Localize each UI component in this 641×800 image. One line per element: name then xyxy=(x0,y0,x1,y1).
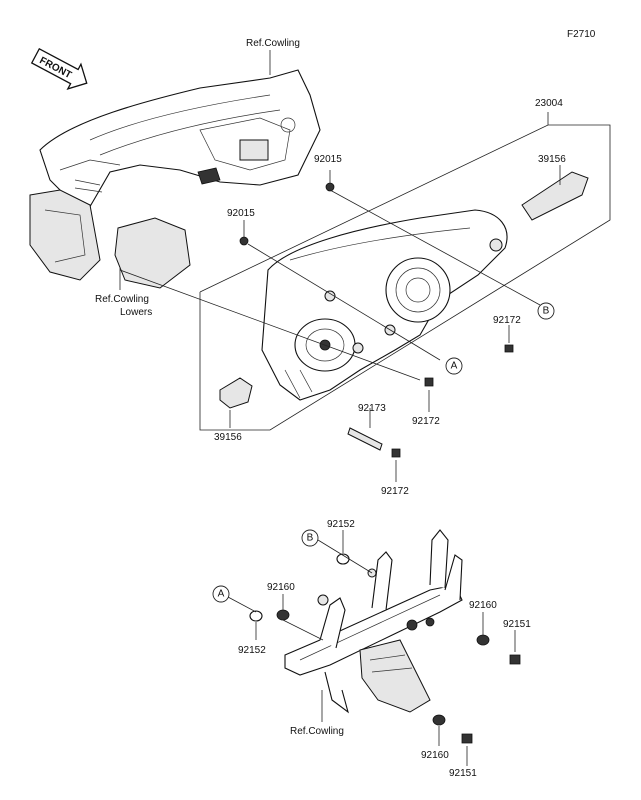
part-92160-c-label: 92160 xyxy=(421,750,449,761)
diagram-code: F2710 xyxy=(567,29,596,40)
svg-text:A: A xyxy=(451,361,458,372)
part-92172-a-label: 92172 xyxy=(493,315,521,326)
svg-text:A: A xyxy=(218,589,225,600)
part-92152-b-label: 92152 xyxy=(327,519,355,530)
callout-a-lower: A xyxy=(212,585,230,603)
screw-92172-c xyxy=(391,448,401,458)
leader-lines-upper xyxy=(119,50,561,482)
part-39156-right-label: 39156 xyxy=(538,154,566,165)
part-39156-left-label: 39156 xyxy=(214,432,242,443)
part-92152-a-label: 92152 xyxy=(238,645,266,656)
part-92151-a-label: 92151 xyxy=(503,619,531,630)
ref-cowling-bottom-label: Ref.Cowling xyxy=(290,726,344,737)
svg-text:B: B xyxy=(307,533,314,544)
nut-92015-b xyxy=(239,236,249,246)
leader-lines-lower xyxy=(227,530,516,766)
washer-92160-a xyxy=(276,609,290,621)
part-92173-label: 92173 xyxy=(358,403,386,414)
svg-text:B: B xyxy=(543,306,550,317)
spacer-92173 xyxy=(347,427,383,451)
washer-92152-a xyxy=(249,610,263,622)
bulb-cover-right xyxy=(521,171,589,221)
ref-cowling-top-label: Ref.Cowling xyxy=(246,38,300,49)
nut-92015-a xyxy=(325,182,335,192)
bolt-92151-a xyxy=(509,654,521,665)
part-92160-b-label: 92160 xyxy=(469,600,497,611)
part-92151-b-label: 92151 xyxy=(449,768,477,779)
bulb-cover-left xyxy=(219,377,253,409)
headlight-bracket xyxy=(284,529,463,714)
ref-cowling-lowers-label-2: Lowers xyxy=(120,307,152,318)
part-92015-a-label: 92015 xyxy=(314,154,342,165)
part-92172-c-label: 92172 xyxy=(381,486,409,497)
cowling-frame xyxy=(29,69,321,289)
screw-92172-b xyxy=(424,377,434,387)
part-92015-b-label: 92015 xyxy=(227,208,255,219)
assembly-box xyxy=(199,112,611,431)
screw-92172-a xyxy=(504,344,514,353)
headlight-assembly xyxy=(261,209,508,401)
part-23004-label: 23004 xyxy=(535,98,563,109)
callout-a-upper: A xyxy=(445,357,463,375)
front-arrow-icon: FRONT xyxy=(30,47,88,91)
part-92160-a-label: 92160 xyxy=(267,582,295,593)
part-92172-b-label: 92172 xyxy=(412,416,440,427)
washer-92160-c xyxy=(432,714,446,726)
callout-b-lower: B xyxy=(301,529,319,547)
ref-cowling-lowers-label-1: Ref.Cowling xyxy=(95,294,149,305)
washer-92160-b xyxy=(476,634,490,646)
bolt-92151-b xyxy=(461,733,473,744)
callout-b-upper: B xyxy=(537,302,555,320)
